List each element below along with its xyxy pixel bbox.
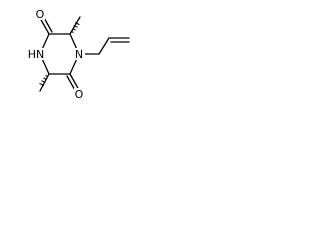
label-bg-nh xyxy=(28,48,44,60)
bond-methyl-top xyxy=(69,16,81,35)
label-bg-o-top xyxy=(35,8,45,20)
bond-allyl-ch2-ch xyxy=(98,37,110,55)
atom-label-o-top: O xyxy=(36,8,45,21)
atom-label-o-bottom: O xyxy=(75,88,84,101)
atom-label-nh: HN xyxy=(28,48,45,61)
bond-carbonyl-top-1 xyxy=(39,17,50,35)
stereo-hash-bond-top xyxy=(71,22,80,33)
label-bg-o-bottom xyxy=(74,88,84,100)
bond-carbonyl-bottom-1 xyxy=(69,73,80,91)
atom-label-n-allyl: N xyxy=(75,48,83,61)
label-bg-n-allyl xyxy=(74,48,85,60)
chemical-structure-diagram: O O N HN xyxy=(28,8,130,101)
stereo-hash-bond-bottom xyxy=(39,75,48,86)
